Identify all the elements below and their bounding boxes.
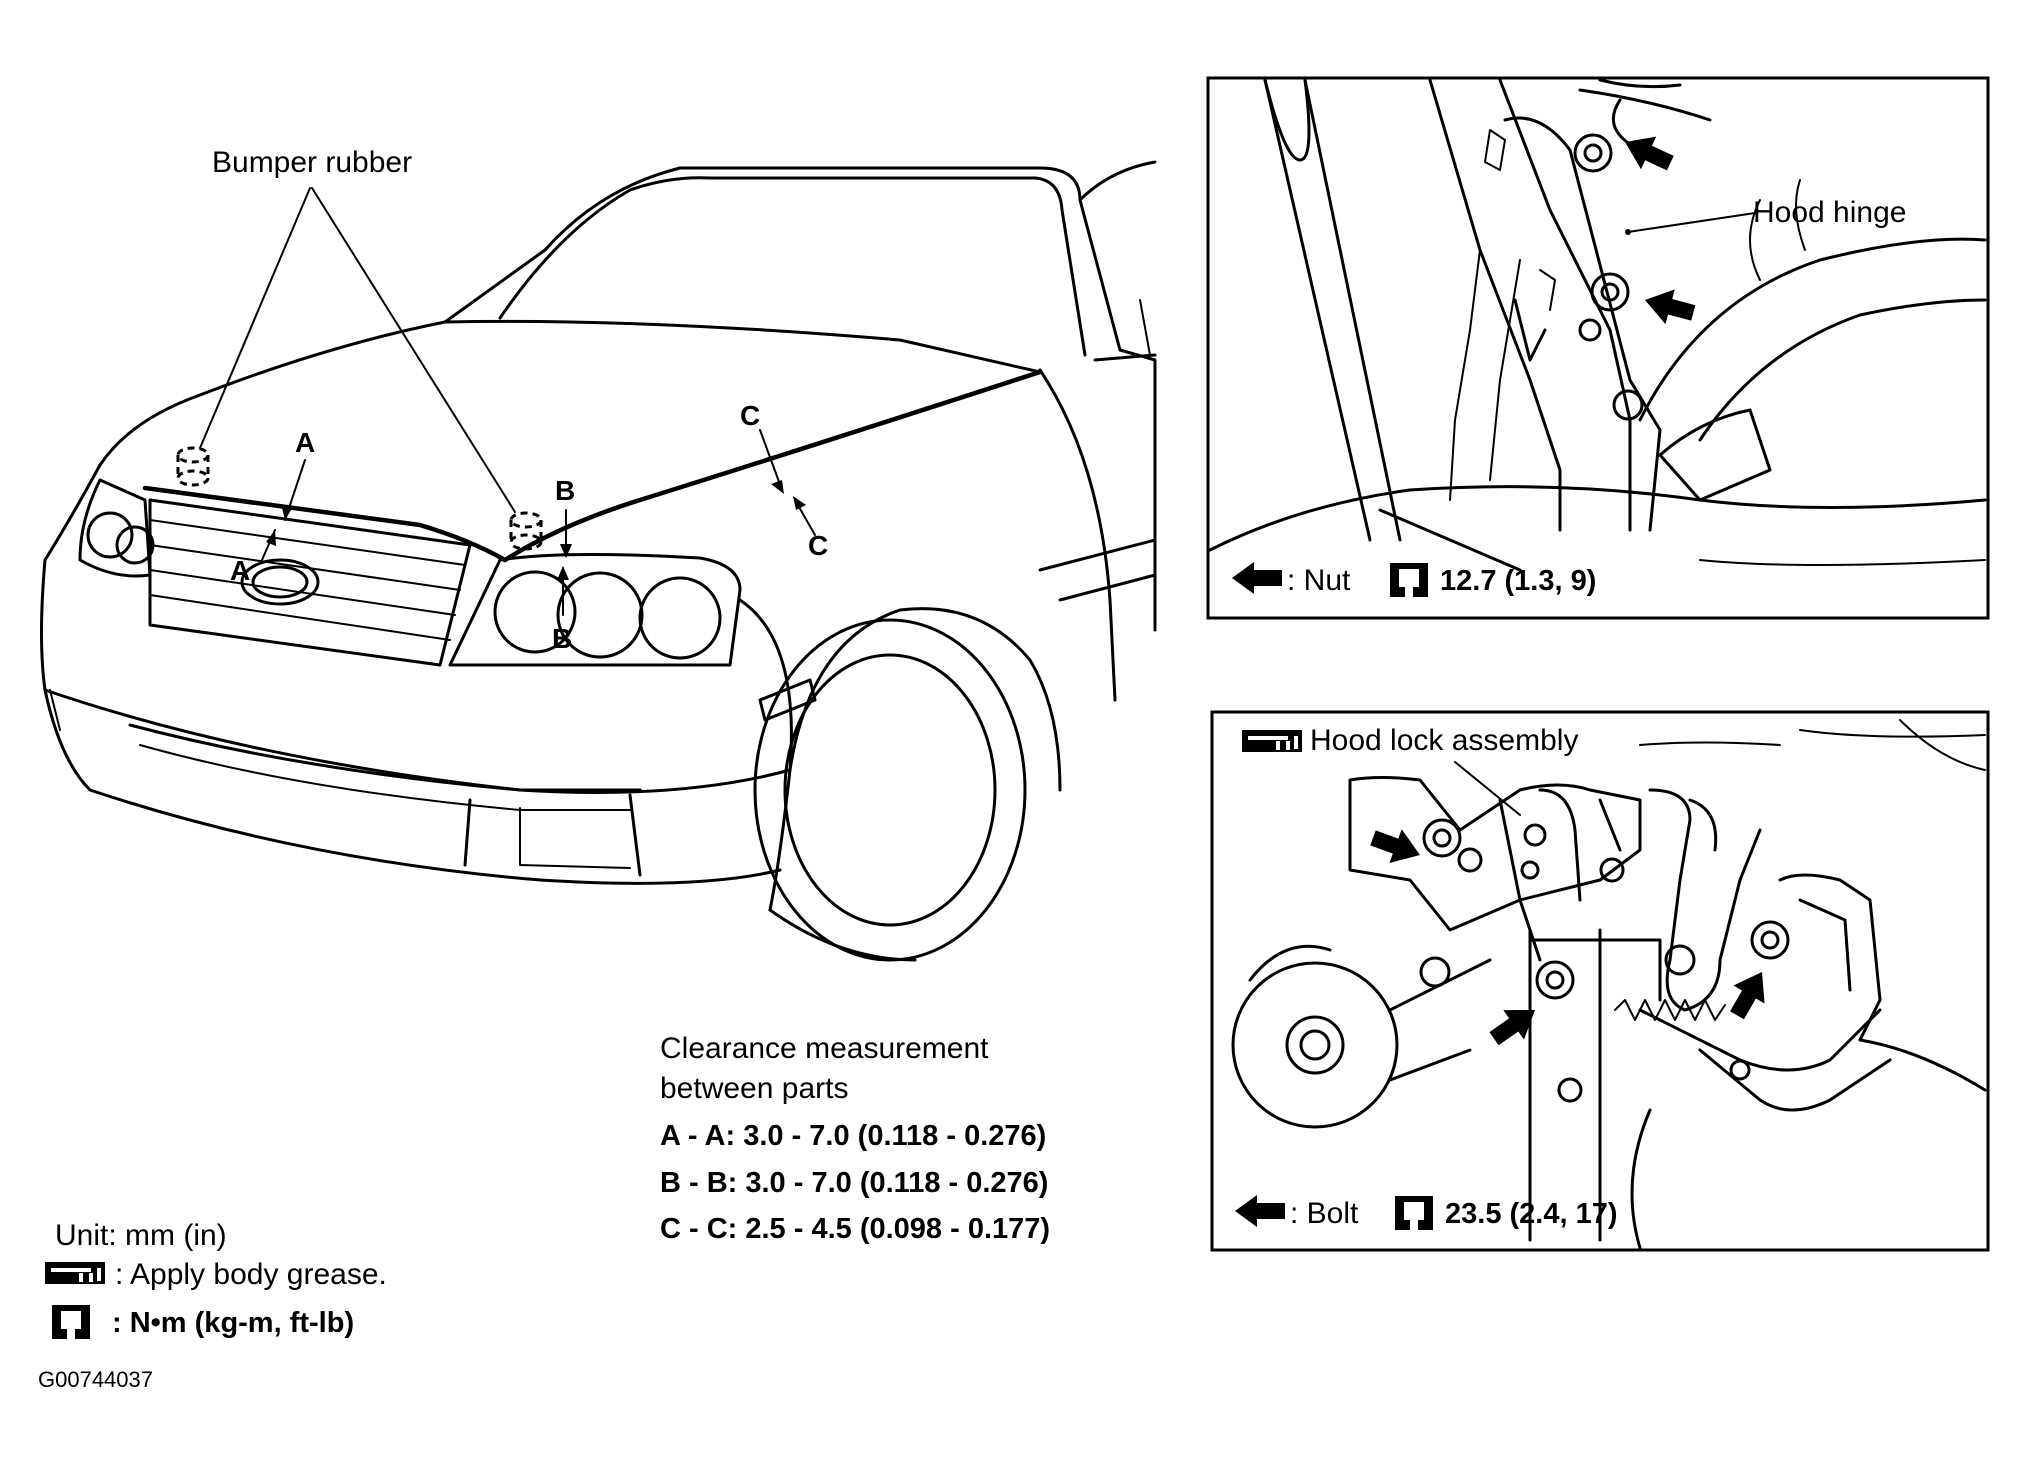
bumper-rubber-right-marker <box>509 511 543 551</box>
car-illustration <box>40 160 1157 962</box>
arrow-left-icon <box>1232 562 1282 594</box>
bumper-rubber-left-marker <box>176 446 210 487</box>
lock-fastener-label: : Bolt <box>1290 1197 1359 1230</box>
hood-hinge-label: Hood hinge <box>1753 196 1906 229</box>
hood-hinge-panel <box>1206 76 1990 620</box>
clearance-c-top-label: C <box>740 400 760 431</box>
grease-icon <box>45 1262 105 1284</box>
bold-arrow-icon <box>1721 963 1778 1025</box>
lock-bolt-left <box>1422 818 1462 858</box>
torque-wrench-icon <box>1395 1196 1433 1230</box>
clearance-c-bottom-label: C <box>808 530 828 561</box>
bumper-rubber-label: Bumper rubber <box>212 146 412 179</box>
bold-arrow-icon <box>1640 282 1698 331</box>
bold-arrow-icon <box>1617 125 1678 180</box>
clearance-row-aa: A - A: 3.0 - 7.0 (0.118 - 0.276) <box>660 1120 1046 1152</box>
lock-torque-value: 23.5 (2.4, 17) <box>1445 1198 1618 1230</box>
arrow-left-icon <box>1235 1195 1285 1227</box>
clearance-title-line2: between parts <box>660 1072 848 1105</box>
clearance-a-bottom-label: A <box>230 555 250 586</box>
hinge-torque-value: 12.7 (1.3, 9) <box>1440 565 1596 597</box>
hood-lock-assembly-label: Hood lock assembly <box>1310 724 1578 757</box>
clearance-b-bottom-label: B <box>552 623 572 654</box>
lock-bolt-center <box>1535 960 1575 1000</box>
bold-arrow-icon <box>1483 995 1546 1054</box>
hinge-nut-lower <box>1590 272 1630 312</box>
unit-legend: Unit: mm (in) <box>55 1219 227 1252</box>
hinge-fastener-label: : Nut <box>1287 564 1351 597</box>
torque-unit-legend: : N•m (kg-m, ft-lb) <box>112 1307 354 1339</box>
clearance-row-bb: B - B: 3.0 - 7.0 (0.118 - 0.276) <box>660 1167 1048 1199</box>
clearance-b-top-label: B <box>555 475 575 506</box>
lock-bolt-right <box>1750 920 1790 960</box>
grease-legend: : Apply body grease. <box>115 1258 387 1291</box>
clearance-a-top-label: A <box>295 427 315 458</box>
torque-wrench-icon <box>52 1305 90 1339</box>
grease-icon <box>1242 730 1302 752</box>
figure-id: G00744037 <box>38 1367 153 1392</box>
callout-leaders <box>199 187 816 616</box>
bold-arrow-icon <box>1366 820 1427 872</box>
clearance-title-line1: Clearance measurement <box>660 1032 989 1065</box>
hinge-nut-upper <box>1573 133 1613 173</box>
clearance-row-cc: C - C: 2.5 - 4.5 (0.098 - 0.177) <box>660 1213 1050 1245</box>
hood-lock-panel <box>1210 710 1990 1252</box>
torque-wrench-icon <box>1390 563 1428 597</box>
